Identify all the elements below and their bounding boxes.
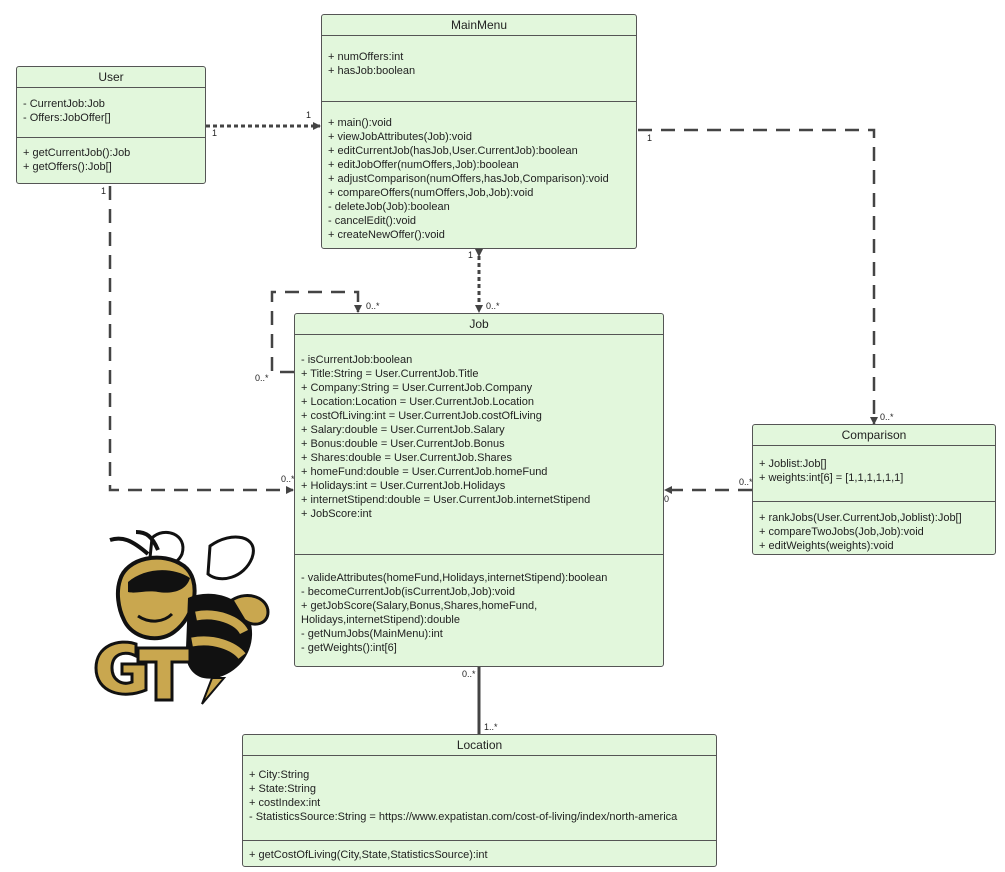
attribute: + Bonus:double = User.CurrentJob.Bonus: [301, 438, 505, 450]
attributes-section: + numOffers:int + hasJob:boolean: [322, 36, 636, 101]
mult-job-self-top: 0..*: [366, 301, 380, 311]
method: + getJobScore(Salary,Bonus,Shares,homeFu…: [301, 600, 538, 612]
method: + viewJobAttributes(Job):void: [328, 131, 472, 143]
attribute: - Offers:JobOffer[]: [23, 112, 111, 124]
attribute: - CurrentJob:Job: [23, 98, 105, 110]
class-comparison: Comparison + Joblist:Job[] + weights:int…: [752, 424, 996, 555]
mult-main-comp-main: 1: [647, 133, 653, 143]
method: - valideAttributes(homeFund,Holidays,int…: [301, 572, 608, 584]
method: - cancelEdit():void: [328, 215, 417, 227]
attribute: + Shares:double = User.CurrentJob.Shares: [301, 452, 512, 464]
attribute: + costIndex:int: [249, 797, 321, 809]
class-location: Location + City:String + State:String + …: [242, 734, 717, 867]
attribute: + internetStipend:double = User.CurrentJ…: [301, 494, 591, 506]
method: + rankJobs(User.CurrentJob,Joblist):Job[…: [759, 512, 962, 524]
methods-section: + getCurrentJob():Job + getOffers():Job[…: [17, 137, 205, 180]
buzz-logo-icon: [94, 530, 270, 705]
class-name: MainMenu: [322, 15, 636, 36]
attribute: + State:String: [249, 783, 316, 795]
attribute: + homeFund:double = User.CurrentJob.home…: [301, 466, 548, 478]
class-job: Job - isCurrentJob:boolean + Title:Strin…: [294, 313, 664, 667]
method: + getCostOfLiving(City,State,StatisticsS…: [249, 849, 488, 861]
mult-user-job-job: 0..*: [281, 474, 295, 484]
method: + adjustComparison(numOffers,hasJob,Comp…: [328, 173, 609, 185]
methods-section: + getCostOfLiving(City,State,StatisticsS…: [243, 840, 716, 868]
method: - becomeCurrentJob(isCurrentJob,Job):voi…: [301, 586, 515, 598]
attributes-section: - CurrentJob:Job - Offers:JobOffer[]: [17, 88, 205, 137]
mult-main-job-job: 0..*: [486, 301, 500, 311]
method: + editCurrentJob(hasJob,User.CurrentJob)…: [328, 145, 578, 157]
methods-section: - valideAttributes(homeFund,Holidays,int…: [295, 554, 663, 661]
attribute: + Salary:double = User.CurrentJob.Salary: [301, 424, 505, 436]
attribute: + hasJob:boolean: [328, 65, 416, 77]
mult-job-loc-loc: 1..*: [484, 722, 498, 732]
attribute: + costOfLiving:int = User.CurrentJob.cos…: [301, 410, 542, 422]
method: - deleteJob(Job):boolean: [328, 201, 450, 213]
class-mainmenu: MainMenu + numOffers:int + hasJob:boolea…: [321, 14, 637, 249]
attribute: + Holidays:int = User.CurrentJob.Holiday…: [301, 480, 506, 492]
attributes-section: + City:String + State:String + costIndex…: [243, 756, 716, 840]
attribute: + Location:Location = User.CurrentJob.Lo…: [301, 396, 534, 408]
methods-section: + rankJobs(User.CurrentJob,Joblist):Job[…: [753, 501, 995, 559]
class-name: Comparison: [753, 425, 995, 446]
attribute: + numOffers:int: [328, 51, 404, 63]
methods-section: + main():void + viewJobAttributes(Job):v…: [322, 101, 636, 248]
attribute: + weights:int[6] = [1,1,1,1,1,1]: [759, 472, 904, 484]
mult-job-self-left: 0..*: [255, 373, 269, 383]
attribute: - StatisticsSource:String = https://www.…: [249, 811, 678, 823]
attribute: + City:String: [249, 769, 310, 781]
mult-job-loc-job: 0..*: [462, 669, 476, 679]
method: - getWeights():int[6]: [301, 642, 397, 654]
method: Holidays,internetStipend):double: [301, 614, 460, 626]
mult-user-main-user: 1: [212, 128, 218, 138]
method: + compareOffers(numOffers,Job,Job):void: [328, 187, 534, 199]
attributes-section: + Joblist:Job[] + weights:int[6] = [1,1,…: [753, 446, 995, 501]
attribute: + Joblist:Job[]: [759, 458, 827, 470]
mult-user-main-main: 1: [306, 110, 312, 120]
attributes-section: - isCurrentJob:boolean + Title:String = …: [295, 335, 663, 554]
mult-comp-job-comp: 0..*: [739, 477, 753, 487]
attribute: + Title:String = User.CurrentJob.Title: [301, 368, 479, 380]
attribute: + Company:String = User.CurrentJob.Compa…: [301, 382, 533, 394]
edge-mainmenu-comparison: [638, 128, 878, 425]
method: + main():void: [328, 117, 392, 129]
class-name: User: [17, 67, 205, 88]
method: - getNumJobs(MainMenu):int: [301, 628, 443, 640]
mult-main-comp-comp: 0..*: [880, 412, 894, 422]
method: + editWeights(weights):void: [759, 540, 894, 552]
gt-logo-icon: [94, 640, 192, 702]
mult-comp-job-job: 0: [664, 494, 670, 504]
method: + compareTwoJobs(Job,Job):void: [759, 526, 924, 538]
method: + editJobOffer(numOffers,Job):boolean: [328, 159, 519, 171]
mult-user-job-user: 1: [101, 186, 107, 196]
mult-main-job-main: 1: [468, 250, 474, 260]
class-name: Job: [295, 314, 663, 335]
class-user: User - CurrentJob:Job - Offers:JobOffer[…: [16, 66, 206, 184]
method: + createNewOffer():void: [328, 229, 445, 241]
edge-user-job: [108, 186, 294, 494]
attribute: - isCurrentJob:boolean: [301, 354, 413, 366]
method: + getCurrentJob():Job: [23, 147, 131, 159]
attribute: + JobScore:int: [301, 508, 372, 520]
edge-job-self: [270, 290, 362, 374]
class-name: Location: [243, 735, 716, 756]
method: + getOffers():Job[]: [23, 161, 112, 173]
